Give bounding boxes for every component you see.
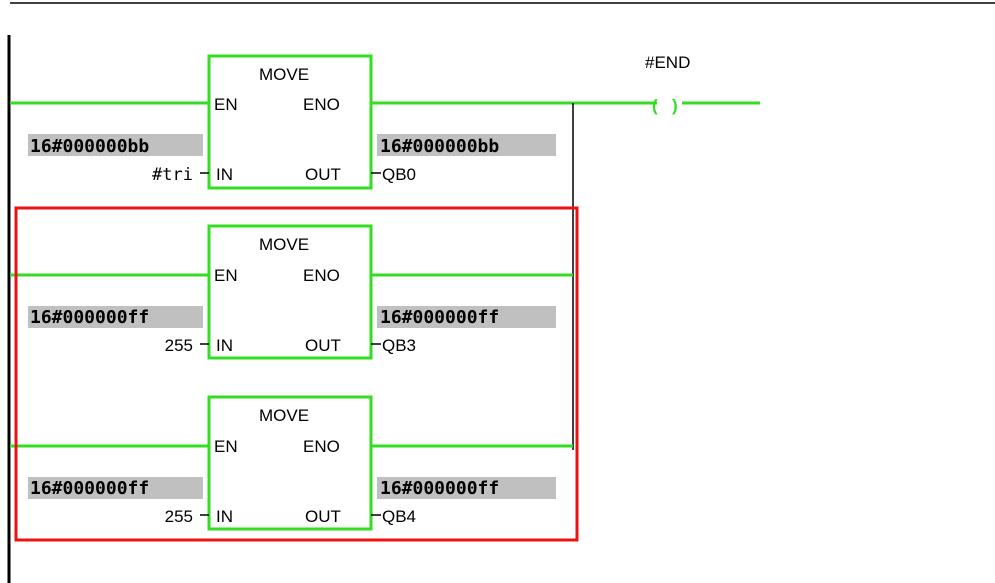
input-operand-2[interactable]: 255 (165, 336, 193, 355)
input-value-2: 16#000000ff (30, 307, 149, 328)
in-label-2: IN (216, 336, 233, 355)
move-box-2[interactable] (207, 224, 373, 360)
coil-paren-left: ( (652, 96, 658, 115)
move-title-3: MOVE (259, 406, 309, 425)
eno-label-2: ENO (303, 266, 340, 285)
input-value-bg-1 (28, 134, 203, 156)
en-label-2: EN (214, 266, 238, 285)
output-operand-1[interactable]: QB0 (382, 165, 416, 184)
input-value-3: 16#000000ff (30, 478, 149, 499)
input-operand-3[interactable]: 255 (165, 507, 193, 526)
out-label-1: OUT (305, 165, 341, 184)
move-box-3[interactable] (207, 395, 373, 531)
in-label-3: IN (216, 507, 233, 526)
move-block-3[interactable]: MOVE EN ENO IN OUT 16#000000ff 255 16#00… (10, 395, 573, 531)
eno-label-1: ENO (303, 95, 340, 114)
out-label-2: OUT (305, 336, 341, 355)
en-label-3: EN (214, 437, 238, 456)
output-value-2: 16#000000ff (380, 307, 499, 328)
in-label-1: IN (216, 165, 233, 184)
coil-label: #END (645, 53, 690, 72)
input-value-1: 16#000000bb (30, 136, 149, 157)
move-box-1[interactable] (207, 54, 373, 190)
move-block-2[interactable]: MOVE EN ENO IN OUT 16#000000ff 255 16#00… (10, 224, 573, 360)
output-value-3: 16#000000ff (380, 478, 499, 499)
input-value-bg-2 (28, 306, 203, 328)
input-value-bg-3 (28, 477, 203, 499)
output-value-1: 16#000000bb (380, 136, 499, 157)
move-title-2: MOVE (259, 235, 309, 254)
move-title-1: MOVE (259, 65, 309, 84)
end-coil[interactable]: ( ) #END (573, 53, 760, 115)
move-block-1[interactable]: MOVE EN ENO IN OUT 16#000000bb #tri 16#0… (10, 54, 573, 190)
output-value-bg-2 (377, 306, 556, 328)
coil-paren-right: ) (672, 96, 678, 115)
eno-label-3: ENO (303, 437, 340, 456)
input-operand-1[interactable]: #tri (152, 165, 193, 185)
output-operand-3[interactable]: QB4 (382, 507, 416, 526)
output-value-bg-1 (377, 134, 556, 156)
out-label-3: OUT (305, 507, 341, 526)
output-operand-2[interactable]: QB3 (382, 336, 416, 355)
highlight-box (14, 206, 579, 542)
en-label-1: EN (214, 95, 238, 114)
output-value-bg-3 (377, 477, 556, 499)
